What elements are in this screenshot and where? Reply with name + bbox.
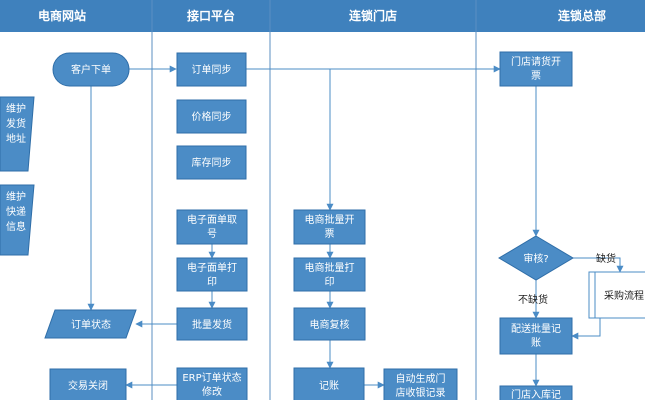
node-auto-cash-record: 自动生成门店收银记录 <box>383 368 458 400</box>
svg-text:ERP订单状态修改: ERP订单状态修改 <box>182 371 241 398</box>
node-text-line: 票 <box>531 70 541 82</box>
node-maintain-address: 维护发货地址 <box>0 96 35 172</box>
node-text-line: 修改 <box>202 385 222 398</box>
node-text-line: 号 <box>207 228 217 240</box>
svg-text:交易关闭: 交易关闭 <box>68 379 108 392</box>
node-text-line: 订单同步 <box>192 64 232 76</box>
node-text-line: 印 <box>325 276 335 288</box>
node-text-line: 信息 <box>6 220 26 233</box>
svg-text:库存同步: 库存同步 <box>192 156 232 169</box>
svg-text:批量发货: 批量发货 <box>192 318 232 331</box>
node-price-sync: 价格同步 <box>176 99 247 134</box>
node-order-sync: 订单同步 <box>176 52 247 87</box>
node-stock-sync: 库存同步 <box>176 145 247 180</box>
node-batch-print: 电商批量打印 <box>293 257 366 292</box>
node-text-line: 地址 <box>6 132 26 145</box>
node-text-line: 电商批量开 <box>305 213 355 226</box>
node-text-line: ERP订单状态 <box>182 371 241 384</box>
node-purchase-flow: 采购流程 <box>588 271 645 319</box>
node-text-line: 电商复核 <box>310 318 350 331</box>
edge-purchase-to-delivery <box>571 318 601 340</box>
svg-text:配送批量记账: 配送批量记账 <box>511 322 561 349</box>
node-text-line: 票 <box>325 228 335 240</box>
node-text-line: 审核? <box>523 252 548 265</box>
svg-text:电商批量开票: 电商批量开票 <box>305 213 355 240</box>
node-audit-decision: 审核? <box>498 235 574 281</box>
svg-text:订单同步: 订单同步 <box>192 64 232 76</box>
lane-title-store: 连锁门店 <box>349 8 397 23</box>
svg-text:客户下单: 客户下单 <box>71 63 111 76</box>
svg-text:订单状态: 订单状态 <box>71 318 111 331</box>
node-erp-status: ERP订单状态修改 <box>176 367 248 400</box>
node-text-line: 配送批量记 <box>511 322 561 335</box>
node-batch-delivery-record: 配送批量记账 <box>499 317 573 355</box>
connectors <box>87 65 624 389</box>
node-waybill-print: 电子面单打印 <box>176 257 248 292</box>
svg-text:维护发货地址: 维护发货地址 <box>6 102 26 145</box>
node-text-line: 客户下单 <box>71 63 111 76</box>
node-text-line: 自动生成门 <box>396 372 446 385</box>
svg-text:自动生成门店收银记录: 自动生成门店收银记录 <box>396 372 446 399</box>
svg-text:审核?: 审核? <box>523 252 548 265</box>
node-text-line: 库存同步 <box>192 156 232 169</box>
svg-text:电子面单取号: 电子面单取号 <box>187 213 237 240</box>
node-text-line: 维护 <box>6 102 26 115</box>
node-text-line: 交易关闭 <box>68 379 108 392</box>
node-text-line: 门店入库记 <box>511 388 561 400</box>
lane-header-band <box>0 0 645 32</box>
node-text-line: 电商批量打 <box>305 261 355 274</box>
svg-text:价格同步: 价格同步 <box>192 110 232 123</box>
node-recheck: 电商复核 <box>293 307 366 341</box>
node-text-line: 电子面单打 <box>187 261 237 274</box>
node-maintain-express: 维护快递信息 <box>0 184 35 256</box>
node-text-line: 采购流程 <box>604 289 644 302</box>
svg-text:电商复核: 电商复核 <box>310 318 350 331</box>
node-trade-closed: 交易关闭 <box>49 368 127 400</box>
node-waybill-get: 电子面单取号 <box>176 209 248 245</box>
svg-text:电商批量打印: 电商批量打印 <box>305 261 355 288</box>
svg-text:门店请货开票: 门店请货开票 <box>511 55 561 82</box>
node-text-line: 店收银记录 <box>396 386 446 399</box>
node-text-line: 记账 <box>319 380 339 392</box>
node-text-line: 批量发货 <box>192 318 232 331</box>
node-batch-invoice: 电商批量开票 <box>293 209 366 245</box>
lane-dividers <box>151 0 477 400</box>
node-text-line: 快递 <box>6 205 26 218</box>
svg-text:电子面单打印: 电子面单打印 <box>187 261 237 288</box>
node-order-status: 订单状态 <box>44 309 137 339</box>
node-text-line: 门店请货开 <box>511 55 561 68</box>
lane-title-hq: 连锁总部 <box>558 8 606 23</box>
node-text-line: 电子面单取 <box>187 213 237 226</box>
node-text-line: 发货 <box>6 117 26 130</box>
node-customer-order: 客户下单 <box>52 52 130 87</box>
edge-audit-to-purchase <box>573 257 624 273</box>
node-text-line: 价格同步 <box>192 110 232 123</box>
lane-title-interface: 接口平台 <box>187 8 235 23</box>
edge-label-out-of-stock: 缺货 <box>596 252 616 265</box>
svg-text:维护快递信息: 维护快递信息 <box>6 190 26 233</box>
edge-label-in-stock: 不缺货 <box>518 293 548 306</box>
node-store-request: 门店请货开票 <box>499 51 573 87</box>
svg-text:记账: 记账 <box>319 380 339 392</box>
node-text-line: 维护 <box>6 190 26 203</box>
svg-text:采购流程: 采购流程 <box>604 289 644 302</box>
node-text-line: 订单状态 <box>71 318 111 331</box>
node-store-inbound: 门店入库记 <box>499 385 573 400</box>
node-text-line: 账 <box>531 337 541 349</box>
node-text-line: 印 <box>207 276 217 288</box>
svg-text:门店入库记: 门店入库记 <box>511 388 561 400</box>
node-bookkeeping: 记账 <box>293 367 365 400</box>
lane-title-ecommerce: 电商网站 <box>38 8 86 23</box>
node-batch-ship: 批量发货 <box>176 307 248 341</box>
